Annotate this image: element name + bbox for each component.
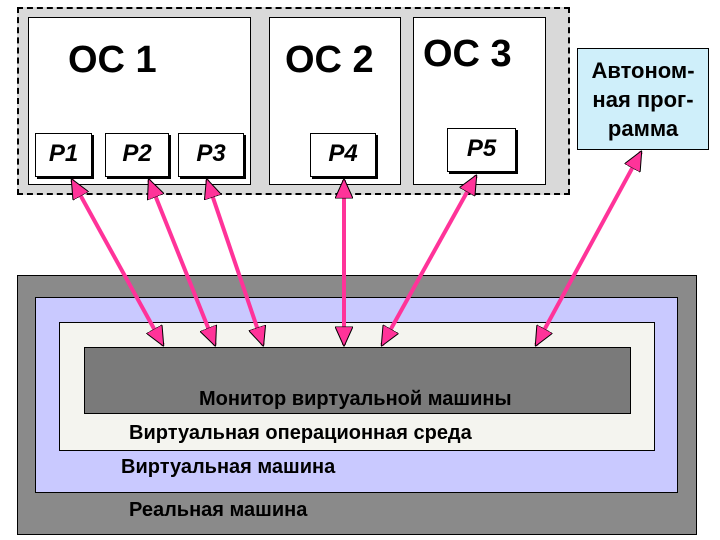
os-3-title: ОС 3: [423, 33, 512, 75]
os-1-title: ОС 1: [68, 39, 157, 81]
arrow-autonomous-program: [534, 152, 643, 345]
arrow-p2: [149, 180, 215, 345]
virtual-machine-label: Виртуальная машина: [121, 456, 336, 478]
os-2-title: ОС 2: [285, 39, 374, 81]
vm-monitor-layer: [84, 347, 631, 414]
vm-monitor-label: Монитор виртуальной машины: [199, 388, 512, 410]
process-p4: Р4: [310, 133, 376, 177]
real-machine-label: Реальная машина: [129, 499, 308, 521]
virtual-os-environment-label: Виртуальная операционная среда: [129, 422, 472, 444]
autonomous-program-line-1: Автоном-: [591, 57, 695, 83]
arrow-p5: [380, 176, 478, 345]
process-p1: Р1: [35, 133, 92, 177]
process-p3: Р3: [178, 133, 244, 177]
arrow-p3: [207, 180, 263, 345]
autonomous-program-line-2: ная прог-: [592, 86, 694, 112]
autonomous-program-box: Автоном- ная прог- рамма: [577, 48, 709, 150]
process-p5: Р5: [447, 128, 516, 172]
process-p2: Р2: [105, 133, 169, 177]
autonomous-program-line-3: рамма: [607, 115, 679, 141]
arrow-p1: [70, 180, 165, 345]
